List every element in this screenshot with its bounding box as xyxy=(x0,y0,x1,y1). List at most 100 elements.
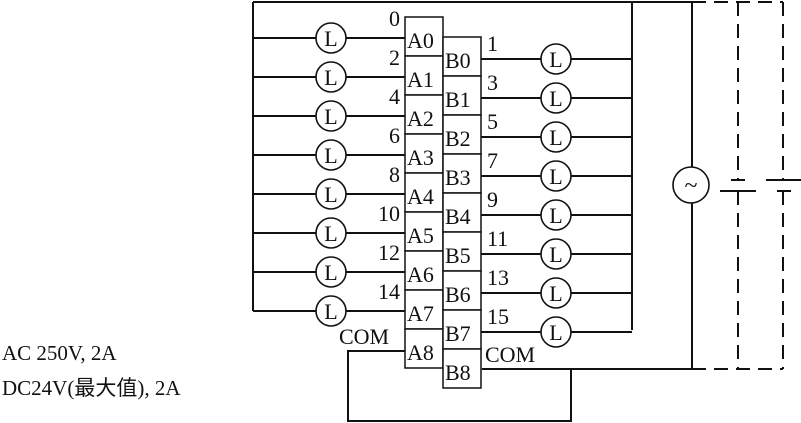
lamp-icon: L xyxy=(315,295,347,327)
com-label-b: COM xyxy=(485,342,535,367)
dc-battery-icon-1 xyxy=(720,179,756,192)
output-row-a: L8 xyxy=(253,162,405,210)
terminal-a0: A0 xyxy=(404,16,444,57)
output-number: 13 xyxy=(487,265,509,290)
output-row-b: L1 xyxy=(481,31,632,75)
output-number: 11 xyxy=(487,226,508,251)
output-number: 2 xyxy=(389,45,400,70)
terminal-label: B6 xyxy=(445,282,471,307)
lamp-label: L xyxy=(549,47,562,72)
output-row-b: L7 xyxy=(481,148,632,192)
output-row-a: L4 xyxy=(253,84,405,132)
lamp-label: L xyxy=(549,164,562,189)
terminal-label: A7 xyxy=(407,301,434,326)
terminal-b8: B8 xyxy=(442,348,482,389)
terminal-b1: B1 xyxy=(442,75,482,116)
lamp-icon: L xyxy=(315,61,347,93)
lamp-label: L xyxy=(324,104,337,129)
lamp-icon: L xyxy=(540,277,572,309)
lamp-icon: L xyxy=(540,121,572,153)
lamp-label: L xyxy=(324,182,337,207)
output-row-b: L 15 xyxy=(481,304,632,348)
output-row-a: L6 xyxy=(253,123,405,171)
output-row-a: L2 xyxy=(253,45,405,93)
rating-dc-label: DC24V(最大值), 2A xyxy=(2,376,181,400)
lamp-label: L xyxy=(324,221,337,246)
lamp-icon: L xyxy=(315,217,347,249)
terminal-label: B1 xyxy=(445,87,471,112)
lamp-icon: L xyxy=(315,139,347,171)
terminal-label: B4 xyxy=(445,204,471,229)
output-row-a: L 14 xyxy=(253,279,405,327)
terminal-b4: B4 xyxy=(442,192,482,233)
output-number: 15 xyxy=(487,304,509,329)
terminal-a2: A2 xyxy=(404,94,444,135)
output-number: 0 xyxy=(389,6,400,31)
output-number: 14 xyxy=(378,279,400,304)
terminal-b0: B0 xyxy=(442,36,482,77)
dc-battery-icon-2 xyxy=(766,179,801,192)
terminal-b2: B2 xyxy=(442,114,482,155)
lamp-label: L xyxy=(549,86,562,111)
terminal-label: B2 xyxy=(445,126,471,151)
output-number: 12 xyxy=(378,240,400,265)
terminal-label: A1 xyxy=(407,67,434,92)
lamp-icon: L xyxy=(540,316,572,348)
terminal-a6: A6 xyxy=(404,250,444,291)
lamp-icon: L xyxy=(540,82,572,114)
terminal-a7: A7 xyxy=(404,289,444,330)
terminal-b6: B6 xyxy=(442,270,482,311)
terminal-label: B3 xyxy=(445,165,471,190)
lamp-label: L xyxy=(549,203,562,228)
lamp-label: L xyxy=(549,320,562,345)
terminal-label: A2 xyxy=(407,106,434,131)
lamp-icon: L xyxy=(540,238,572,270)
frame-wires xyxy=(252,1,801,422)
lamp-label: L xyxy=(324,65,337,90)
lamp-label: L xyxy=(324,260,337,285)
output-row-b: L 13 xyxy=(481,265,632,309)
ac-source-symbol: ~ xyxy=(685,173,698,199)
terminal-a5: A5 xyxy=(404,211,444,252)
lamp-icon: L xyxy=(315,100,347,132)
lamp-icon: L xyxy=(315,178,347,210)
output-row-b: L5 xyxy=(481,109,632,153)
output-number: 10 xyxy=(378,201,400,226)
lamp-icon: L xyxy=(315,22,347,54)
terminal-label: A6 xyxy=(407,262,434,287)
output-row-a: L0 xyxy=(253,6,405,54)
terminal-a8: A8 xyxy=(404,328,444,369)
terminal-b7: B7 xyxy=(442,309,482,350)
lamp-icon: L xyxy=(540,160,572,192)
terminal-label: B8 xyxy=(445,360,471,385)
lamp-label: L xyxy=(549,125,562,150)
lamp-icon: L xyxy=(540,199,572,231)
output-number: 9 xyxy=(487,187,498,212)
output-number: 5 xyxy=(487,109,498,134)
lamp-icon: L xyxy=(315,256,347,288)
terminal-label: A4 xyxy=(407,184,434,209)
com-loop-wire xyxy=(347,350,572,422)
terminal-label: B7 xyxy=(445,321,471,346)
lamp-label: L xyxy=(549,281,562,306)
terminal-label: A5 xyxy=(407,223,434,248)
terminal-label: B0 xyxy=(445,48,471,73)
output-number: 3 xyxy=(487,70,498,95)
output-number: 4 xyxy=(389,84,400,109)
terminal-a4: A4 xyxy=(404,172,444,213)
lamp-label: L xyxy=(324,26,337,51)
terminal-label: A8 xyxy=(407,340,434,365)
lamp-label: L xyxy=(549,242,562,267)
terminal-b5: B5 xyxy=(442,231,482,272)
ac-source-icon: ~ xyxy=(672,166,710,204)
output-row-b: L9 xyxy=(481,187,632,231)
lamp-label: L xyxy=(324,299,337,324)
output-row-a: L 10 xyxy=(253,201,405,249)
terminal-b3: B3 xyxy=(442,153,482,194)
output-row-b: L 11 xyxy=(481,226,632,270)
terminal-label: A0 xyxy=(407,28,434,53)
